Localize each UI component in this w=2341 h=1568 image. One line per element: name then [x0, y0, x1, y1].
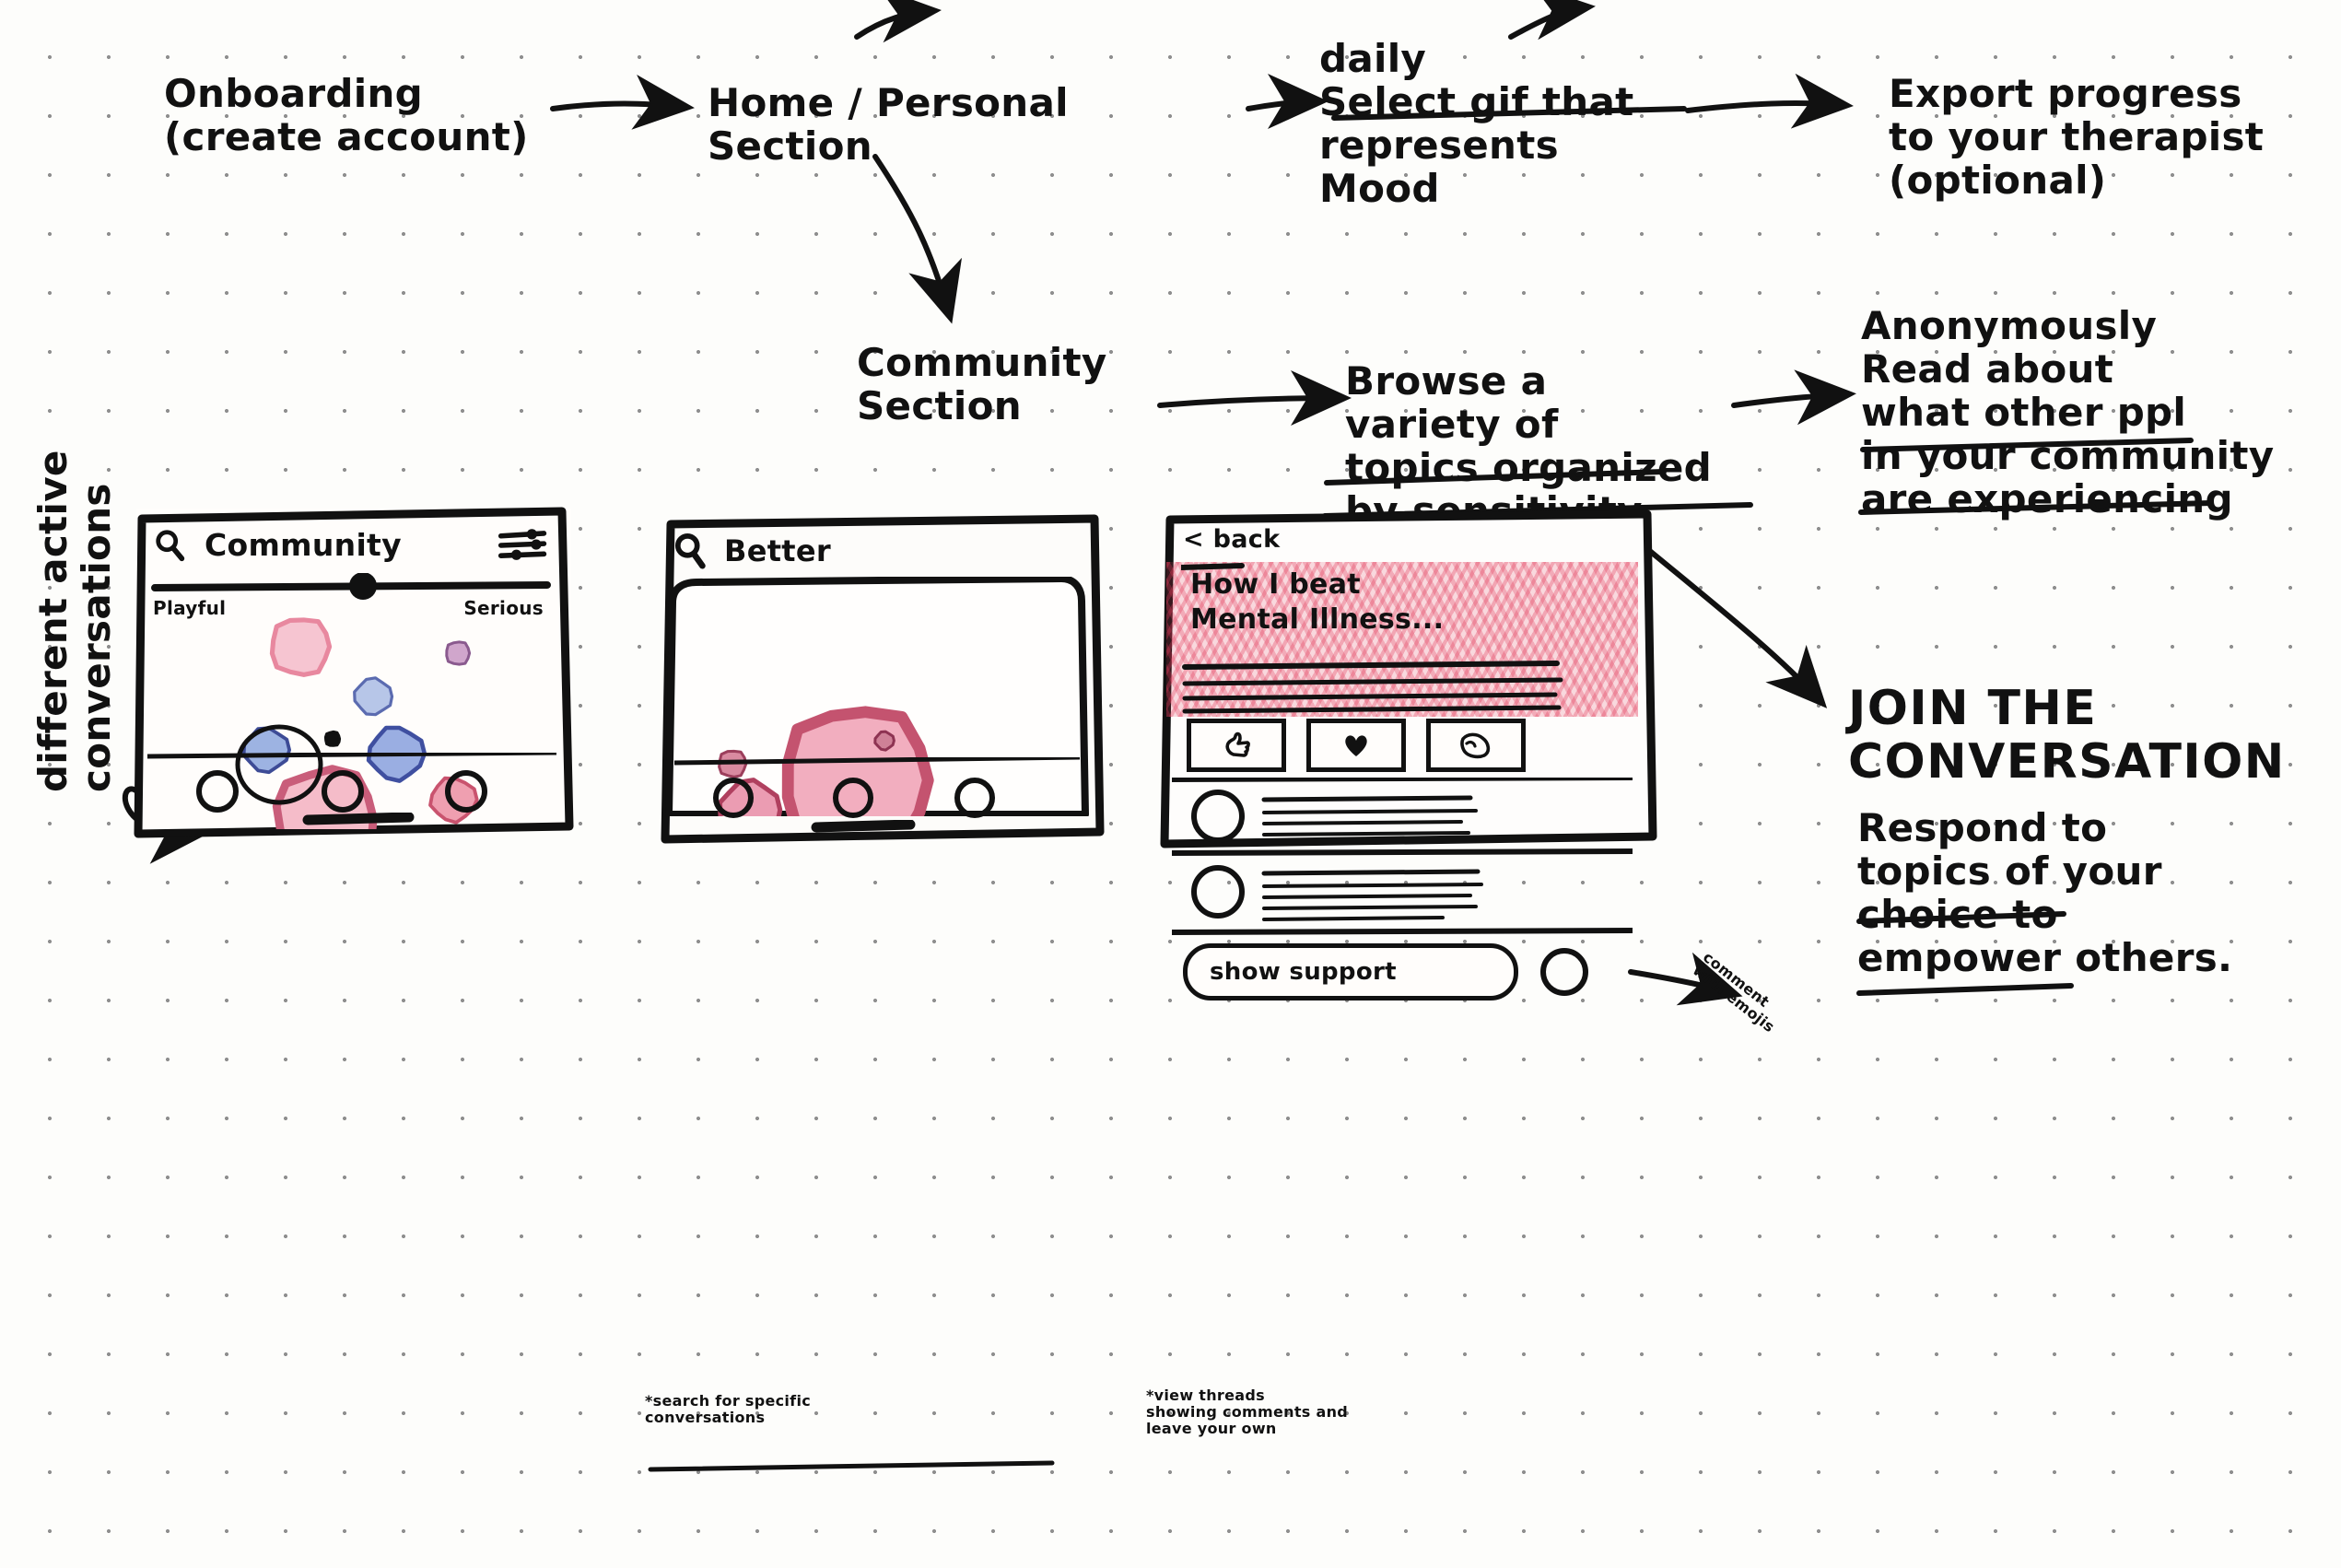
heart-emoji[interactable]	[1306, 719, 1406, 772]
phone-search-screen: Better	[663, 516, 1094, 837]
phone-thread-frame	[1160, 509, 1657, 848]
join-conversation-heading: JOIN THE CONVERSATION	[1848, 681, 2286, 790]
flow-node-community: Community Section	[857, 340, 1107, 429]
nav-circle-2	[322, 770, 364, 813]
comment-avatar	[1191, 790, 1245, 843]
search-input[interactable]: Better	[724, 533, 831, 568]
home-indicator	[811, 820, 916, 833]
comments-list[interactable]	[1166, 778, 1638, 936]
nav-circle-3	[954, 778, 995, 818]
send-circle-icon[interactable]	[1539, 946, 1590, 998]
conversation-bubble[interactable]	[269, 617, 333, 677]
reply-placeholder: show support	[1210, 958, 1397, 986]
tone-slider-thumb	[349, 573, 377, 600]
post-highlight-wash	[1166, 562, 1638, 717]
highlight-circle	[235, 724, 323, 805]
search-icon[interactable]	[153, 528, 188, 563]
flow-node-export: Export progress to your therapist (optio…	[1889, 71, 2265, 204]
search-icon[interactable]	[674, 532, 709, 569]
flow-node-mood: daily Select gif that represents Mood	[1319, 36, 1634, 212]
conversation-bubble[interactable]	[353, 676, 394, 717]
conversation-bubble[interactable]	[445, 640, 472, 666]
post-body-lines	[1181, 563, 1563, 714]
flow-node-home: Home / Personal Section	[708, 80, 1069, 170]
phone-community-screen: Community Playful Serious	[136, 509, 566, 829]
comment-avatar	[1191, 865, 1245, 919]
slider-label-playful: Playful	[153, 597, 227, 619]
annotation-different-conversations: different active conversations	[30, 450, 120, 792]
post-title: How I beat Mental Illness...	[1190, 568, 1445, 636]
caption-underline	[648, 1460, 1055, 1472]
join-conversation-body: Respond to topics of your choice to empo…	[1857, 805, 2233, 981]
tone-slider[interactable]	[149, 573, 555, 601]
flow-node-anonymous: Anonymously Read about what other ppl in…	[1861, 303, 2275, 522]
bottom-nav[interactable]	[144, 753, 560, 828]
caption-search: *search for specific conversations	[645, 1392, 812, 1426]
conversation-bubble[interactable]	[241, 726, 291, 775]
reaction-bar[interactable]	[1187, 719, 1526, 772]
flexed-biceps-emoji[interactable]	[1426, 719, 1526, 772]
nav-circle-1	[713, 778, 754, 818]
nav-circle-2	[833, 778, 873, 818]
bottom-nav[interactable]	[671, 757, 1087, 837]
sliders-icon[interactable]	[497, 528, 549, 563]
reply-bar[interactable]: show support	[1183, 943, 1590, 1000]
conversation-bubble[interactable]	[323, 730, 342, 747]
thumbs-up-emoji[interactable]	[1187, 719, 1286, 772]
search-results-panel	[665, 577, 1089, 816]
annotation-comment-with-emojis: comment with emojis	[1689, 948, 1779, 1036]
slider-label-serious: Serious	[463, 597, 544, 619]
flow-node-onboarding: Onboarding (create account)	[164, 71, 529, 160]
flow-node-browse: Browse a variety of topics organized by …	[1345, 358, 1712, 534]
conversation-bubble[interactable]	[873, 730, 895, 752]
back-button[interactable]: < back	[1183, 525, 1281, 554]
nav-circle-1	[196, 770, 239, 813]
home-indicator	[302, 813, 415, 825]
caption-threads: *view threads showing comments and leave…	[1146, 1387, 1349, 1437]
nav-circle-3	[445, 770, 487, 813]
phone-thread-screen: < back How I beat Mental Illness...	[1166, 514, 1640, 1000]
community-title: Community	[205, 527, 402, 563]
reply-input[interactable]: show support	[1183, 943, 1518, 1000]
